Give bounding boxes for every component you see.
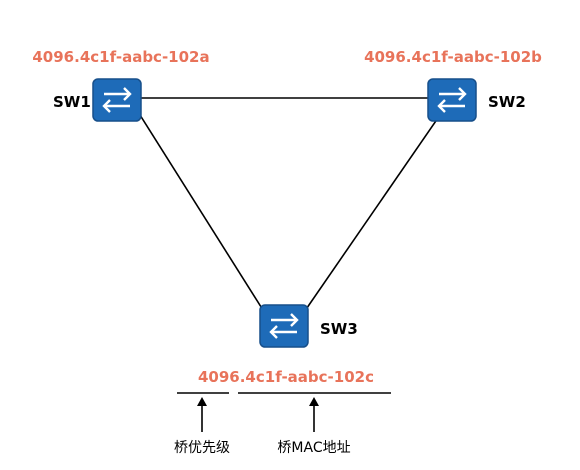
switch-sw2[interactable]: 4096.4c1f-aabc-102b SW2 [364,48,542,122]
switch-sw1[interactable]: 4096.4c1f-aabc-102a SW1 [32,48,210,122]
sw2-label: SW2 [488,93,526,111]
mac-annotation: 桥MAC地址 [238,392,391,456]
switch-icon [259,304,309,348]
sw1-bridge-id: 4096.4c1f-aabc-102a [32,48,209,66]
sw1-label: SW1 [53,93,91,111]
switch-sw3[interactable]: SW3 4096.4c1f-aabc-102c [198,304,374,386]
priority-arrow-head [197,397,207,406]
link-sw1-sw3 [139,114,269,319]
sw3-bridge-id: 4096.4c1f-aabc-102c [198,368,374,386]
link-sw2-sw3 [299,114,441,319]
mac-label: 桥MAC地址 [277,440,350,456]
switch-icon [427,78,477,122]
priority-label: 桥优先级 [174,440,230,456]
sw3-label: SW3 [320,320,358,338]
sw2-bridge-id: 4096.4c1f-aabc-102b [364,48,542,66]
priority-annotation: 桥优先级 [174,392,230,456]
mac-arrow-head [309,397,319,406]
switch-icon [92,78,142,122]
